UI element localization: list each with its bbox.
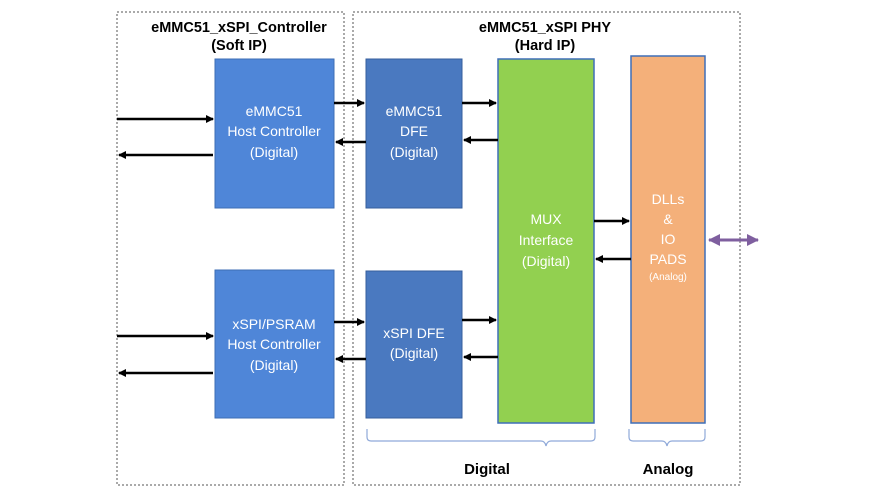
digital-label: Digital (464, 461, 510, 478)
phy-container (352, 11, 741, 486)
controller-subtitle: (Soft IP) (211, 38, 267, 54)
dll-label-3: IO (661, 231, 676, 247)
mux-label-3: (Digital) (522, 253, 570, 269)
controller-title: eMMC51_xSPI_Controller (151, 20, 327, 36)
mux-interface-block (497, 58, 595, 424)
emmc-host-label-3: (Digital) (250, 144, 298, 160)
controller-container (116, 11, 345, 486)
xspi-dfe-label-1: xSPI DFE (383, 325, 444, 341)
dll-label-4: PADS (649, 251, 686, 267)
emmc-dfe-label-2: DFE (400, 123, 428, 139)
xspi-host-label-2: Host Controller (227, 336, 321, 352)
dll-io-pads-block (630, 55, 706, 424)
emmc-dfe-label-3: (Digital) (390, 144, 438, 160)
dll-label-1: DLLs (652, 191, 685, 207)
emmc-host-label-2: Host Controller (227, 123, 321, 139)
xspi-host-label-1: xSPI/PSRAM (232, 316, 315, 332)
emmc-dfe-label-1: eMMC51 (386, 103, 443, 119)
mux-label-1: MUX (530, 211, 562, 227)
xspi-host-controller-block (214, 269, 335, 419)
xspi-dfe-block (365, 270, 463, 419)
digital-brace (366, 429, 596, 447)
xspi-host-label-3: (Digital) (250, 357, 298, 373)
analog-brace (628, 429, 706, 447)
xspi-dfe-label-2: (Digital) (390, 345, 438, 361)
analog-label: Analog (643, 461, 694, 478)
emmc-host-controller-block (214, 58, 335, 209)
emmc-dfe-block (365, 58, 463, 209)
mux-label-2: Interface (519, 232, 574, 248)
phy-subtitle: (Hard IP) (515, 38, 576, 54)
emmc-host-label-1: eMMC51 (246, 103, 303, 119)
dll-label-2: & (663, 211, 673, 227)
phy-title: eMMC51_xSPI PHY (479, 20, 611, 36)
dll-label-5: (Analog) (649, 272, 687, 283)
